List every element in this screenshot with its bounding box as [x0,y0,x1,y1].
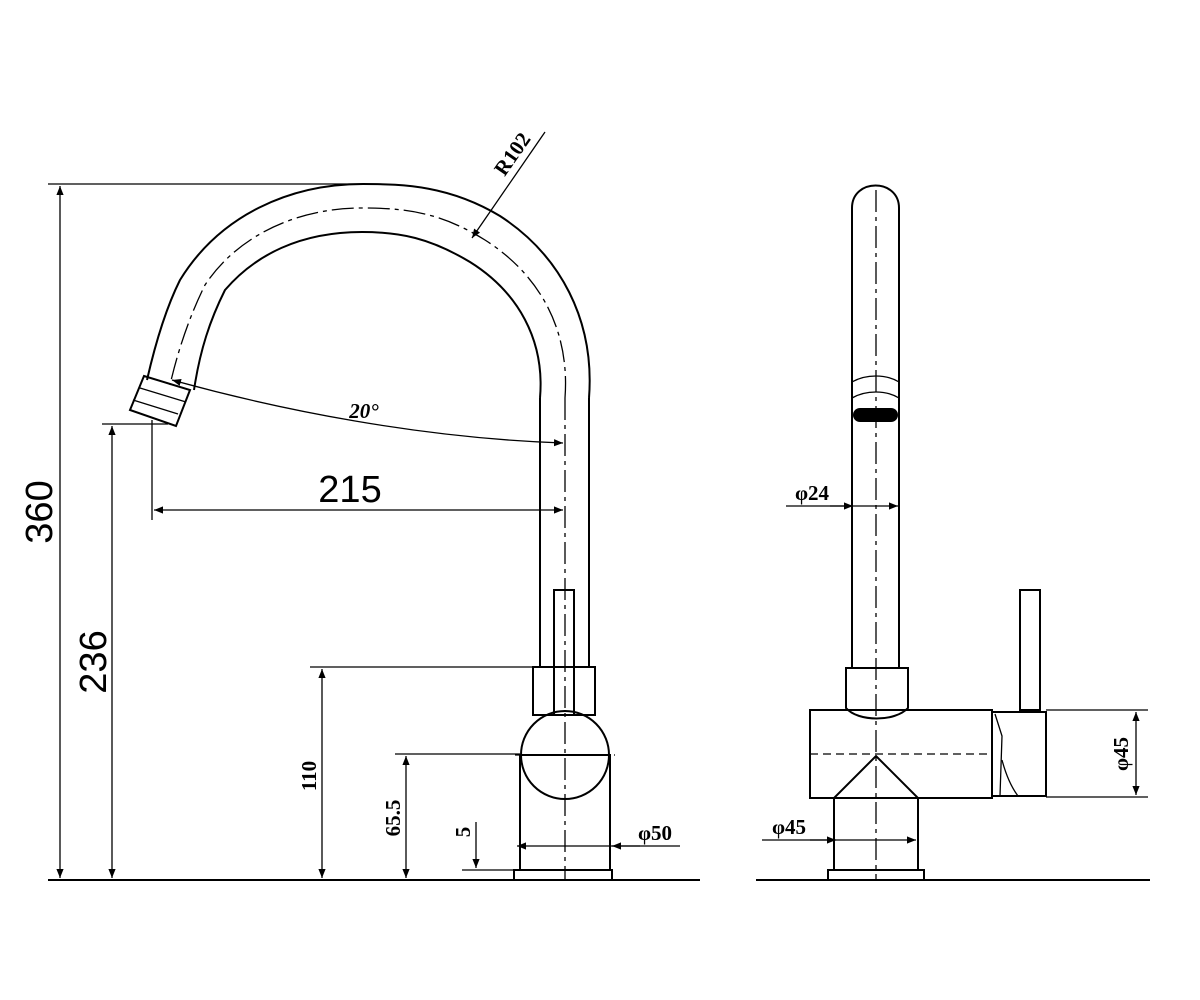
dim-phi45-side-label: φ45 [1109,737,1133,771]
front-base-plate [827,869,925,881]
aerator-cross [132,399,179,415]
front-pedestal-cross-left [833,755,877,799]
front-lever-bevel [994,713,1003,797]
dim-phi24-label: φ24 [795,481,830,505]
front-lever-curve [1001,759,1019,797]
front-lever-handle [1019,589,1041,711]
spout-centerline [169,207,567,399]
front-aerator-band-top [851,375,900,383]
base-plate [513,869,613,881]
aerator-ring [139,387,187,403]
side-view: 360 236 215 20° R102 110 65.5 5 φ50 [19,128,700,881]
dim-236-label: 236 [73,630,115,693]
dim-phi50-label: φ50 [638,821,672,845]
dim-radius-label: R102 [489,128,535,180]
dim-angle-label: 20° [348,399,379,423]
dim-110-label: 110 [297,761,321,791]
front-lever-cylinder [991,711,1047,797]
front-view: φ24 φ45 φ45 [756,184,1150,881]
front-pedestal-cross-right [875,755,919,799]
front-spout-tube [851,184,900,668]
dim-radius-leader [471,131,546,239]
dim-360-label: 360 [19,480,61,543]
mixer-body [532,666,596,716]
lever-handle [553,589,575,716]
front-aerator-mesh [853,408,898,422]
spout-outer-contour [146,182,591,399]
dim-phi45-base-label: φ45 [772,815,806,839]
dim-65-5-label: 65.5 [381,800,405,837]
front-aerator-band-bottom [851,391,900,399]
spout-inner-contour [193,230,542,399]
dim-5-label: 5 [451,827,475,838]
dim-angle-arc [171,378,564,447]
dim-215-label: 215 [318,469,381,511]
